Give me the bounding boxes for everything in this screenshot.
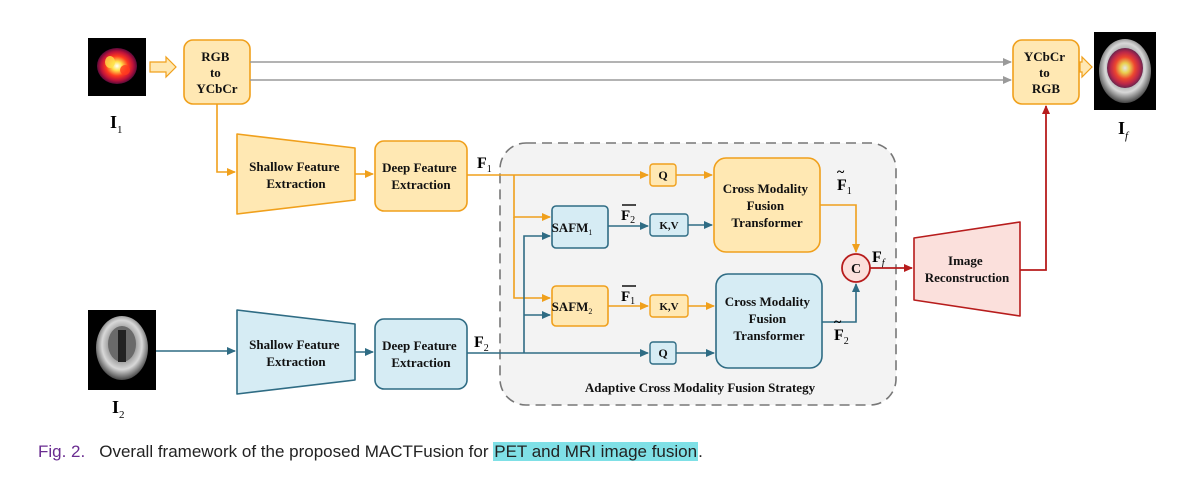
deep-1-label: Deep Feature Extraction [382,160,460,192]
ycbcr-to-rgb-label: YCbCr to RGB [1024,49,1068,96]
q-bottom-label: Q [658,346,667,360]
cmft-top-to-concat-arrow [820,204,860,253]
caption-text: Overall framework of the proposed MACTFu… [99,442,494,461]
caption-fig-number: Fig. 2. [38,442,86,461]
image-reconstruction-label: Image Reconstruction [925,253,1010,285]
safm-1-box [551,205,609,249]
safm-1-label: SAFM1 [552,220,593,237]
svg-text:~: ~ [837,165,845,180]
ff-label: Ff [872,249,886,269]
f2-bar-label: F2 [621,208,635,226]
cmft-top-label: Cross Modality Fusion Transformer [723,181,812,230]
i1-label: I1 [110,112,123,136]
pet-into-rgb-arrow [149,55,177,79]
image-reconstruction-block [913,221,1021,317]
shallow-feature-extraction-2 [236,309,356,395]
cmft-bottom-to-concat-arrow [822,283,860,323]
f1-tilde-label: F1 [837,177,852,197]
pet-input-image [88,38,146,96]
figure-caption: Fig. 2. Overall framework of the proposed… [38,442,703,462]
i2-label: I2 [112,397,125,421]
y-channel-arrow [216,104,236,176]
recon-to-ycbcr-arrow [1020,105,1050,271]
framework-diagram: Adaptive Cross Modality Fusion Strategy … [88,32,1156,421]
deep-2-label: Deep Feature Extraction [382,338,460,370]
if-label: If [1118,118,1130,142]
kv-top-label: K,V [659,220,678,232]
caption-highlight: PET and MRI image fusion [493,442,699,461]
shallow-2-label: Shallow Feature Extraction [249,337,343,369]
f2-label: F2 [474,334,489,354]
f1-label: F1 [477,155,492,175]
deep-feature-extraction-1 [374,140,468,212]
f2-to-safm1-arrow [523,232,551,353]
shallow-1-label: Shallow Feature Extraction [249,159,343,191]
safm-2-label: SAFM2 [552,299,593,316]
rgb-out-arrow [1079,55,1093,79]
ycbcr-to-rgb-box [1012,39,1080,105]
concat-label: C [851,262,861,277]
mri-input-image [88,310,156,390]
deep-feature-extraction-2 [374,318,468,390]
adaptive-strategy-label: Adaptive Cross Modality Fusion Strategy [585,380,816,395]
fused-output-image [1094,32,1156,110]
svg-text:~: ~ [834,315,842,330]
cmft-bottom-label: Cross Modality Fusion Transformer [725,294,814,343]
rgb-to-ycbcr-label: RGB to YCbCr [196,49,237,96]
caption-end: . [698,442,703,461]
f2-tilde-label: F2 [834,327,849,347]
f1-to-safm2-arrow [513,217,551,302]
q-top-label: Q [658,168,667,182]
f1-bar-label: F1 [621,289,635,307]
shallow-feature-extraction-1 [236,133,356,215]
kv-bottom-label: K,V [659,301,678,313]
cmft-bottom-box [715,273,823,369]
